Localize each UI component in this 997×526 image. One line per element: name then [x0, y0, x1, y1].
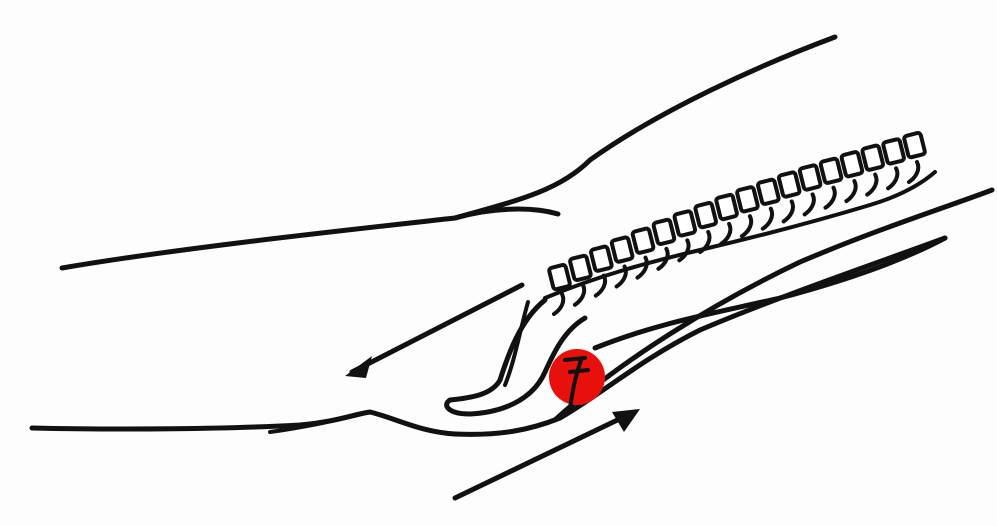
- upper-arrow-shaft: [352, 285, 522, 372]
- vertebra-body: [862, 145, 884, 170]
- vertebra-body: [716, 194, 738, 219]
- vertebra-process: [826, 188, 835, 208]
- vertebra-process: [763, 209, 772, 229]
- vertebra-process: [742, 216, 751, 236]
- vertebra-body: [653, 219, 675, 244]
- vertebra-body: [778, 172, 800, 197]
- vertebra-body: [695, 202, 717, 227]
- vertebra-body: [674, 211, 696, 236]
- vertebra-process: [888, 168, 897, 188]
- vertebra-process: [846, 181, 855, 201]
- vertebra-process: [805, 194, 814, 214]
- shoulder-fold-line: [455, 209, 558, 218]
- vertebra-process: [721, 224, 730, 244]
- vertebra-process: [867, 175, 876, 195]
- vertebra-process: [554, 294, 563, 314]
- vertebra-body: [590, 246, 612, 271]
- shoulder-outline: [62, 37, 835, 268]
- vertebra-body: [820, 158, 842, 183]
- vertebra-body: [549, 264, 571, 289]
- vertebra-body: [841, 151, 863, 176]
- vertebrae-group: [549, 132, 926, 314]
- sacrum-inner-line: [505, 302, 528, 385]
- lower-body-outline: [32, 238, 945, 434]
- vertebra-body: [737, 187, 759, 212]
- vertebra-body: [632, 228, 654, 253]
- vertebra-body: [611, 237, 633, 262]
- vertebra-body: [799, 165, 821, 190]
- vertebra-body: [757, 179, 779, 204]
- vertebra-process: [784, 201, 793, 221]
- vertebra-process: [909, 162, 918, 182]
- upper-arrow-head-icon: [345, 356, 372, 378]
- lower-body-shadow-line: [270, 412, 370, 432]
- vertebra-body: [570, 255, 592, 280]
- vertebra-body: [904, 132, 926, 157]
- vertebra-body: [883, 139, 905, 164]
- skin-line: [555, 190, 992, 420]
- vertebra-process: [679, 240, 688, 260]
